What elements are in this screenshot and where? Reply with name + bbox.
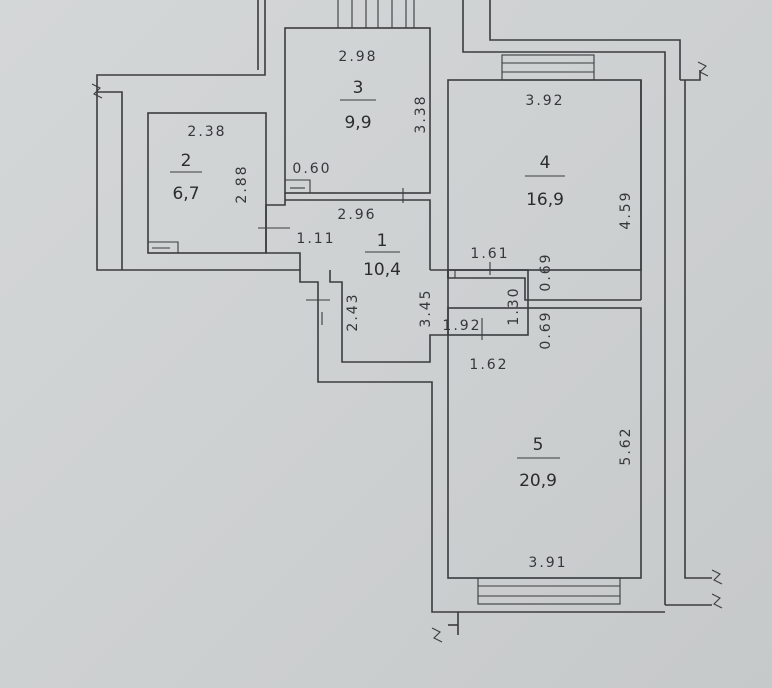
top-stair-lines: [337, 0, 415, 28]
room-3-area: 9,9: [344, 113, 371, 133]
room-2-number: 2: [181, 151, 192, 171]
dim-r3-height: 3.38: [413, 94, 429, 133]
room-2-walls: [147, 112, 267, 254]
room-3-number: 3: [353, 78, 364, 98]
break-markers: [91, 61, 723, 643]
dim-wall-upper: 0.69: [538, 252, 554, 291]
dim-r1-left: 1.11: [296, 231, 335, 247]
room-1-label: 1 10,4: [363, 231, 401, 280]
room-1-number: 1: [377, 231, 388, 251]
room-5-label: 5 20,9: [517, 435, 560, 491]
window-bottom: [477, 577, 621, 605]
dim-r3-width: 2.98: [338, 49, 377, 65]
dim-r4-height: 4.59: [618, 190, 634, 229]
exterior-walls: [96, 0, 712, 635]
dim-closet-bottom: 1.62: [469, 357, 508, 373]
dim-r5-width: 3.91: [528, 555, 567, 571]
dim-r1-mid-height: 3.45: [418, 288, 434, 327]
room-2-label: 2 6,7: [170, 151, 202, 204]
room-4-label: 4 16,9: [525, 153, 565, 210]
room-4-area: 16,9: [526, 190, 564, 210]
dim-closet-height: 1.30: [506, 286, 522, 325]
room-3-label: 3 9,9: [340, 78, 376, 133]
dim-wall-lower: 0.69: [538, 310, 554, 349]
dim-closet-top: 1.61: [470, 246, 509, 262]
room-5-number: 5: [533, 435, 544, 455]
dim-r4-width: 3.92: [525, 93, 564, 109]
dim-r5-height: 5.62: [618, 426, 634, 465]
dim-r2-width: 2.38: [187, 124, 226, 140]
dim-r1-top-width: 2.96: [337, 207, 376, 223]
room-2-area: 6,7: [172, 184, 199, 204]
room-1-area: 10,4: [363, 260, 401, 280]
dim-r1-left-height: 2.43: [345, 292, 361, 331]
dimension-labels: 2.38 2.88 2.98 3.38 0.60 2.96 1.11 2.43 …: [187, 49, 634, 571]
room-5-area: 20,9: [519, 471, 557, 491]
dim-r3-door: 0.60: [292, 161, 331, 177]
room-3-walls: [284, 27, 431, 194]
dim-r2-height: 2.88: [234, 164, 250, 203]
room-4-number: 4: [540, 153, 551, 173]
window-top: [501, 54, 595, 81]
dim-r1-bottom: 1.92: [442, 318, 481, 334]
